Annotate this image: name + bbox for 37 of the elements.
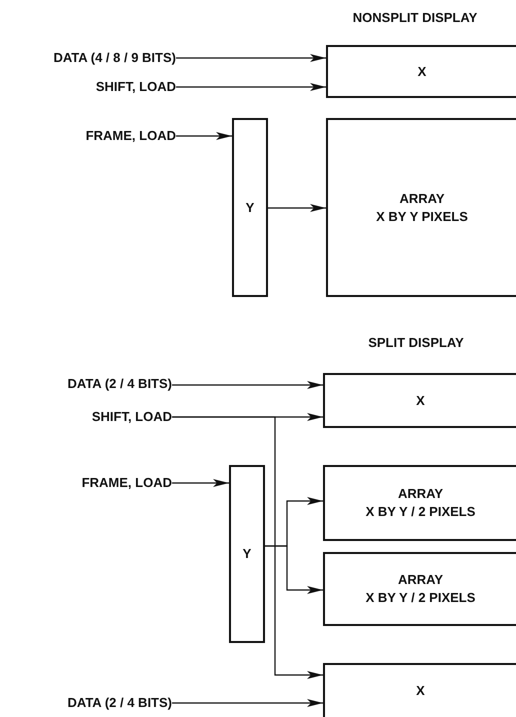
block-text: X <box>418 62 426 80</box>
block-text: X <box>416 392 425 410</box>
block-text: X BY Y / 2 PIXELS <box>366 503 476 521</box>
section-title: NONSPLIT DISPLAY <box>352 10 478 25</box>
array-block <box>326 118 516 297</box>
block-text: Y <box>246 198 254 216</box>
array-block <box>323 465 516 541</box>
register-block <box>326 45 516 98</box>
block-text: X BY Y PIXELS <box>376 208 468 226</box>
arrow <box>268 204 326 212</box>
arrow <box>176 132 232 140</box>
block-text: X BY Y / 2 PIXELS <box>366 589 476 607</box>
signal-label: DATA (2 / 4 BITS) <box>4 376 172 392</box>
array-block <box>323 552 516 626</box>
signal-label: DATA (2 / 4 BITS) <box>4 695 172 711</box>
section-title: SPLIT DISPLAY <box>368 335 464 350</box>
signal-label: FRAME, LOAD <box>4 128 176 144</box>
arrow <box>172 416 323 679</box>
arrow <box>172 479 229 487</box>
signal-label: DATA (4 / 8 / 9 BITS) <box>4 50 176 66</box>
arrow <box>176 83 326 91</box>
register-block <box>323 373 516 428</box>
block-text: ARRAY <box>399 190 445 208</box>
block-text: ARRAY <box>398 571 444 589</box>
block-text: X <box>416 682 425 700</box>
block-text: Y <box>242 545 252 563</box>
arrow <box>265 545 323 594</box>
arrow <box>172 381 323 389</box>
signal-label: SHIFT, LOAD <box>4 79 176 95</box>
register-block <box>229 465 265 643</box>
block-text: ARRAY <box>398 485 444 503</box>
register-block <box>232 118 268 297</box>
signal-label: SHIFT, LOAD <box>4 409 172 425</box>
register-block <box>323 663 516 717</box>
arrow <box>172 699 323 707</box>
signal-label: FRAME, LOAD <box>4 475 172 491</box>
arrow <box>176 54 326 62</box>
